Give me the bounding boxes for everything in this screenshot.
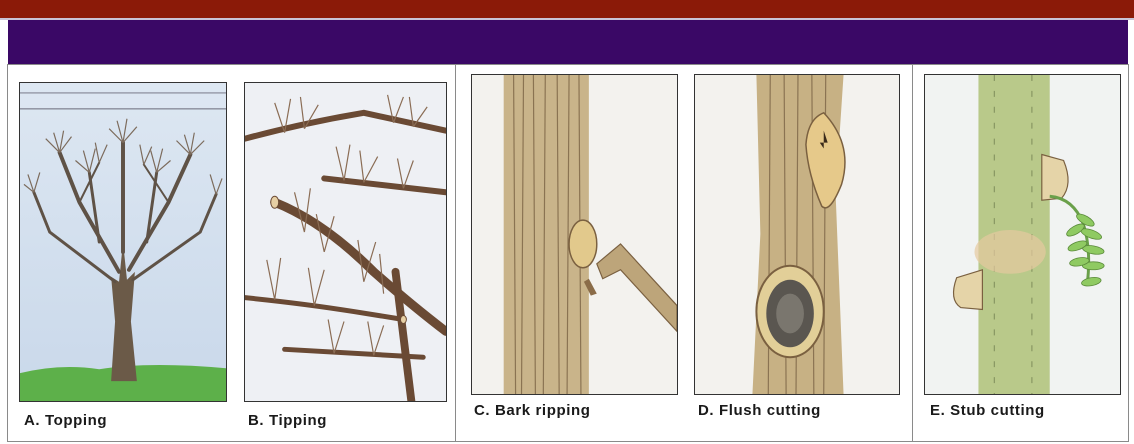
column-divider-1 [455, 65, 456, 442]
caption-topping: A. Topping [24, 412, 107, 429]
column-divider-2 [912, 65, 913, 442]
caption-stub-cutting: E. Stub cutting [930, 402, 1045, 419]
panel-tipping-illustration [244, 82, 447, 402]
caption-flush-cutting: D. Flush cutting [698, 402, 821, 419]
panel-topping-illustration [19, 82, 227, 402]
top-accent-bar [0, 0, 1134, 18]
title-bar [8, 20, 1128, 64]
panel-stub-cutting-illustration [924, 74, 1121, 395]
caption-bark-ripping: C. Bark ripping [474, 402, 591, 419]
caption-tipping: B. Tipping [248, 412, 327, 429]
panel-bark-ripping-illustration [471, 74, 678, 395]
panel-flush-cutting-illustration [694, 74, 900, 395]
